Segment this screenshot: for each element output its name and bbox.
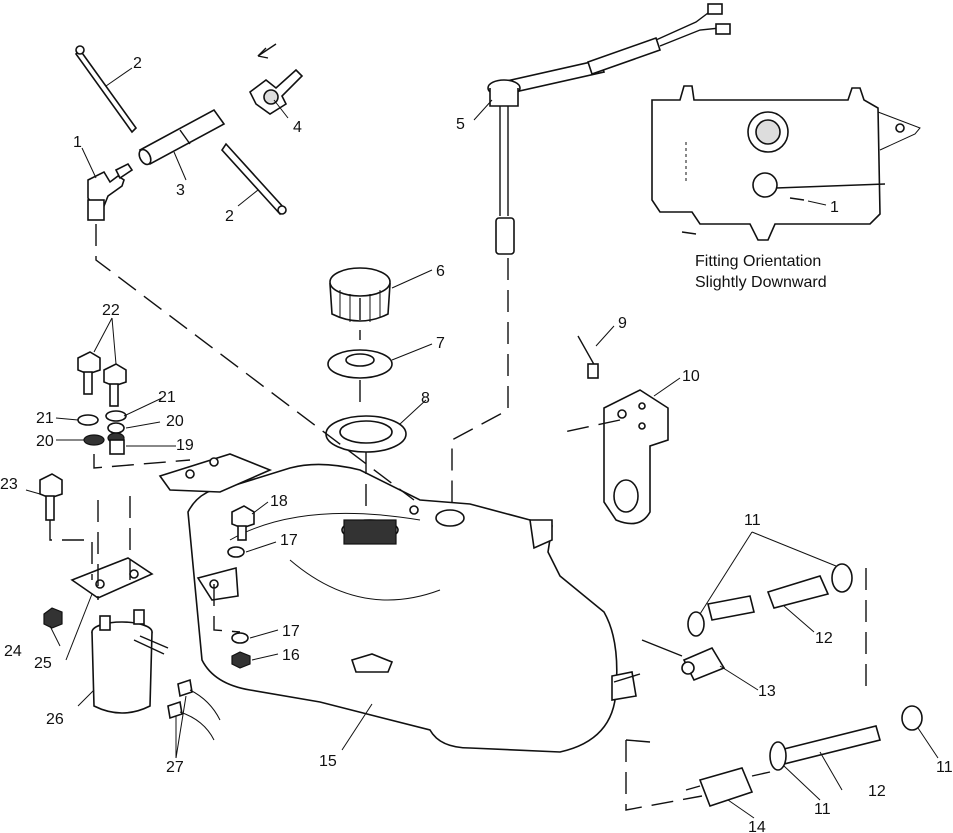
inset-callout-1: 1 [830, 199, 839, 216]
callout-2-top: 2 [133, 55, 142, 72]
callout-26: 26 [46, 711, 64, 728]
note-line-1: Fitting Orientation [695, 253, 821, 270]
callout-21-left: 21 [36, 410, 54, 427]
callout-16: 16 [282, 647, 300, 664]
inset-tank-view: 1 [651, 85, 921, 241]
callout-12-top: 12 [815, 630, 833, 647]
callout-2-bottom: 2 [225, 208, 234, 225]
tank-bracket [577, 335, 669, 525]
fuel-cap-assembly [325, 267, 407, 453]
callout-7: 7 [436, 335, 445, 352]
callout-8: 8 [421, 390, 430, 407]
callout-6: 6 [436, 263, 445, 280]
callout-11-right: 11 [936, 759, 953, 776]
callout-19: 19 [176, 437, 194, 454]
fuel-hoses [681, 563, 923, 808]
callout-20-right: 20 [166, 413, 184, 430]
callout-4: 4 [293, 119, 302, 136]
callout-11-top: 11 [744, 512, 761, 529]
callout-23: 23 [0, 476, 18, 493]
callout-11-bottom: 11 [814, 801, 831, 818]
callout-21-right: 21 [158, 389, 176, 406]
callout-20-left: 20 [36, 433, 54, 450]
note-line-2: Slightly Downward [695, 274, 827, 291]
callout-27: 27 [166, 759, 184, 776]
fuel-tank [187, 463, 637, 753]
callout-3: 3 [176, 182, 185, 199]
callout-24: 24 [4, 643, 22, 660]
callout-15: 15 [319, 753, 337, 770]
fuel-line-fittings [74, 43, 304, 221]
fuel-sender [487, 3, 731, 255]
callout-13: 13 [758, 683, 776, 700]
callout-25: 25 [34, 655, 52, 672]
callout-18: 18 [270, 493, 288, 510]
callout-1: 1 [73, 134, 82, 151]
callout-17-bottom: 17 [282, 623, 300, 640]
left-fasteners [39, 351, 273, 741]
callout-5: 5 [456, 116, 465, 133]
alignment-lines [49, 224, 867, 811]
callout-14: 14 [748, 819, 766, 833]
callout-10: 10 [682, 368, 700, 385]
leader-lines [25, 67, 939, 819]
callout-22: 22 [102, 302, 120, 319]
callout-12-bottom: 12 [868, 783, 886, 800]
callout-9: 9 [618, 315, 627, 332]
callout-labels: 1 2 2 3 4 5 6 7 8 9 10 11 11 11 12 12 13… [0, 55, 953, 833]
callout-17-top: 17 [280, 532, 298, 549]
